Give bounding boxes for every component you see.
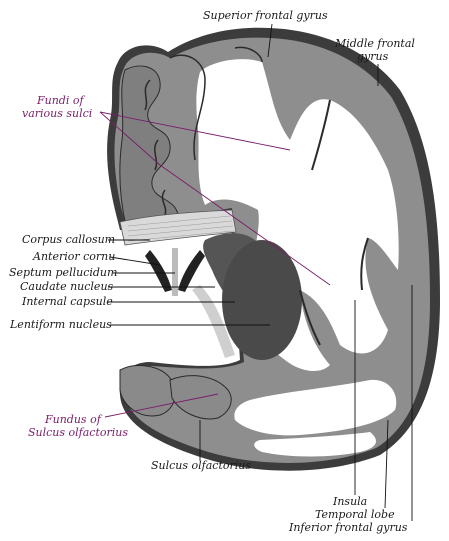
- medial-gyri: [119, 65, 179, 227]
- label-internal-capsule: Internal capsule: [21, 295, 113, 308]
- label-corpus-callosum: Corpus callosum: [22, 233, 115, 246]
- label-anterior-cornu: Anterior cornu: [32, 250, 115, 263]
- superior-gyrus-outline: [169, 46, 263, 161]
- white-matter: [196, 59, 399, 372]
- label-septum-pellucidum: Septum pellucidum: [9, 266, 117, 279]
- lateral-sulci: [299, 99, 369, 346]
- leader-superior-frontal-gyrus: [267, 23, 273, 58]
- label-lentiform-nucleus: Lentiform nucleus: [9, 318, 112, 331]
- leader-anterior-cornu: [109, 256, 161, 266]
- label-insula: Insula: [332, 495, 367, 508]
- label-middle-frontal-gyrus-1: Middle frontal: [334, 37, 415, 50]
- septum-pellucidum-shape: [172, 248, 178, 296]
- label-fundus-1: Fundus of: [44, 413, 103, 426]
- white-matter-bottom: [254, 432, 376, 457]
- label-fundi-1: Fundi of: [36, 94, 85, 107]
- leader-temporal-lobe: [384, 419, 389, 509]
- leader-fundi-a: [99, 111, 291, 151]
- label-superior-frontal-gyrus: Superior frontal gyrus: [203, 9, 328, 22]
- label-middle-frontal-gyrus-2: gyrus: [357, 50, 389, 63]
- internal-capsule: [192, 285, 235, 358]
- label-fundus-2: Sulcus olfactorius: [28, 426, 128, 439]
- lateral-ventricle-right: [178, 250, 205, 292]
- label-fundi-2: various sulci: [22, 107, 92, 120]
- callosal-fibers: [127, 215, 235, 242]
- leader-fundus: [104, 393, 219, 418]
- leader-fundi-c: [159, 164, 331, 286]
- label-temporal-lobe: Temporal lobe: [315, 508, 395, 521]
- leader-fundi-b: [99, 111, 161, 166]
- white-matter-lower: [234, 379, 397, 436]
- label-sulcus-olfactorius: Sulcus olfactorius: [151, 459, 251, 472]
- lower-medial-gyri: [119, 365, 176, 417]
- lentiform-nucleus: [222, 240, 302, 360]
- label-caudate-nucleus: Caudate nucleus: [20, 280, 114, 293]
- medial-sulci-lines: [144, 79, 167, 216]
- label-inferior-frontal-gyrus: Inferior frontal gyrus: [288, 521, 408, 534]
- corpus-callosum: [119, 209, 237, 246]
- lateral-ventricle-left: [145, 250, 172, 292]
